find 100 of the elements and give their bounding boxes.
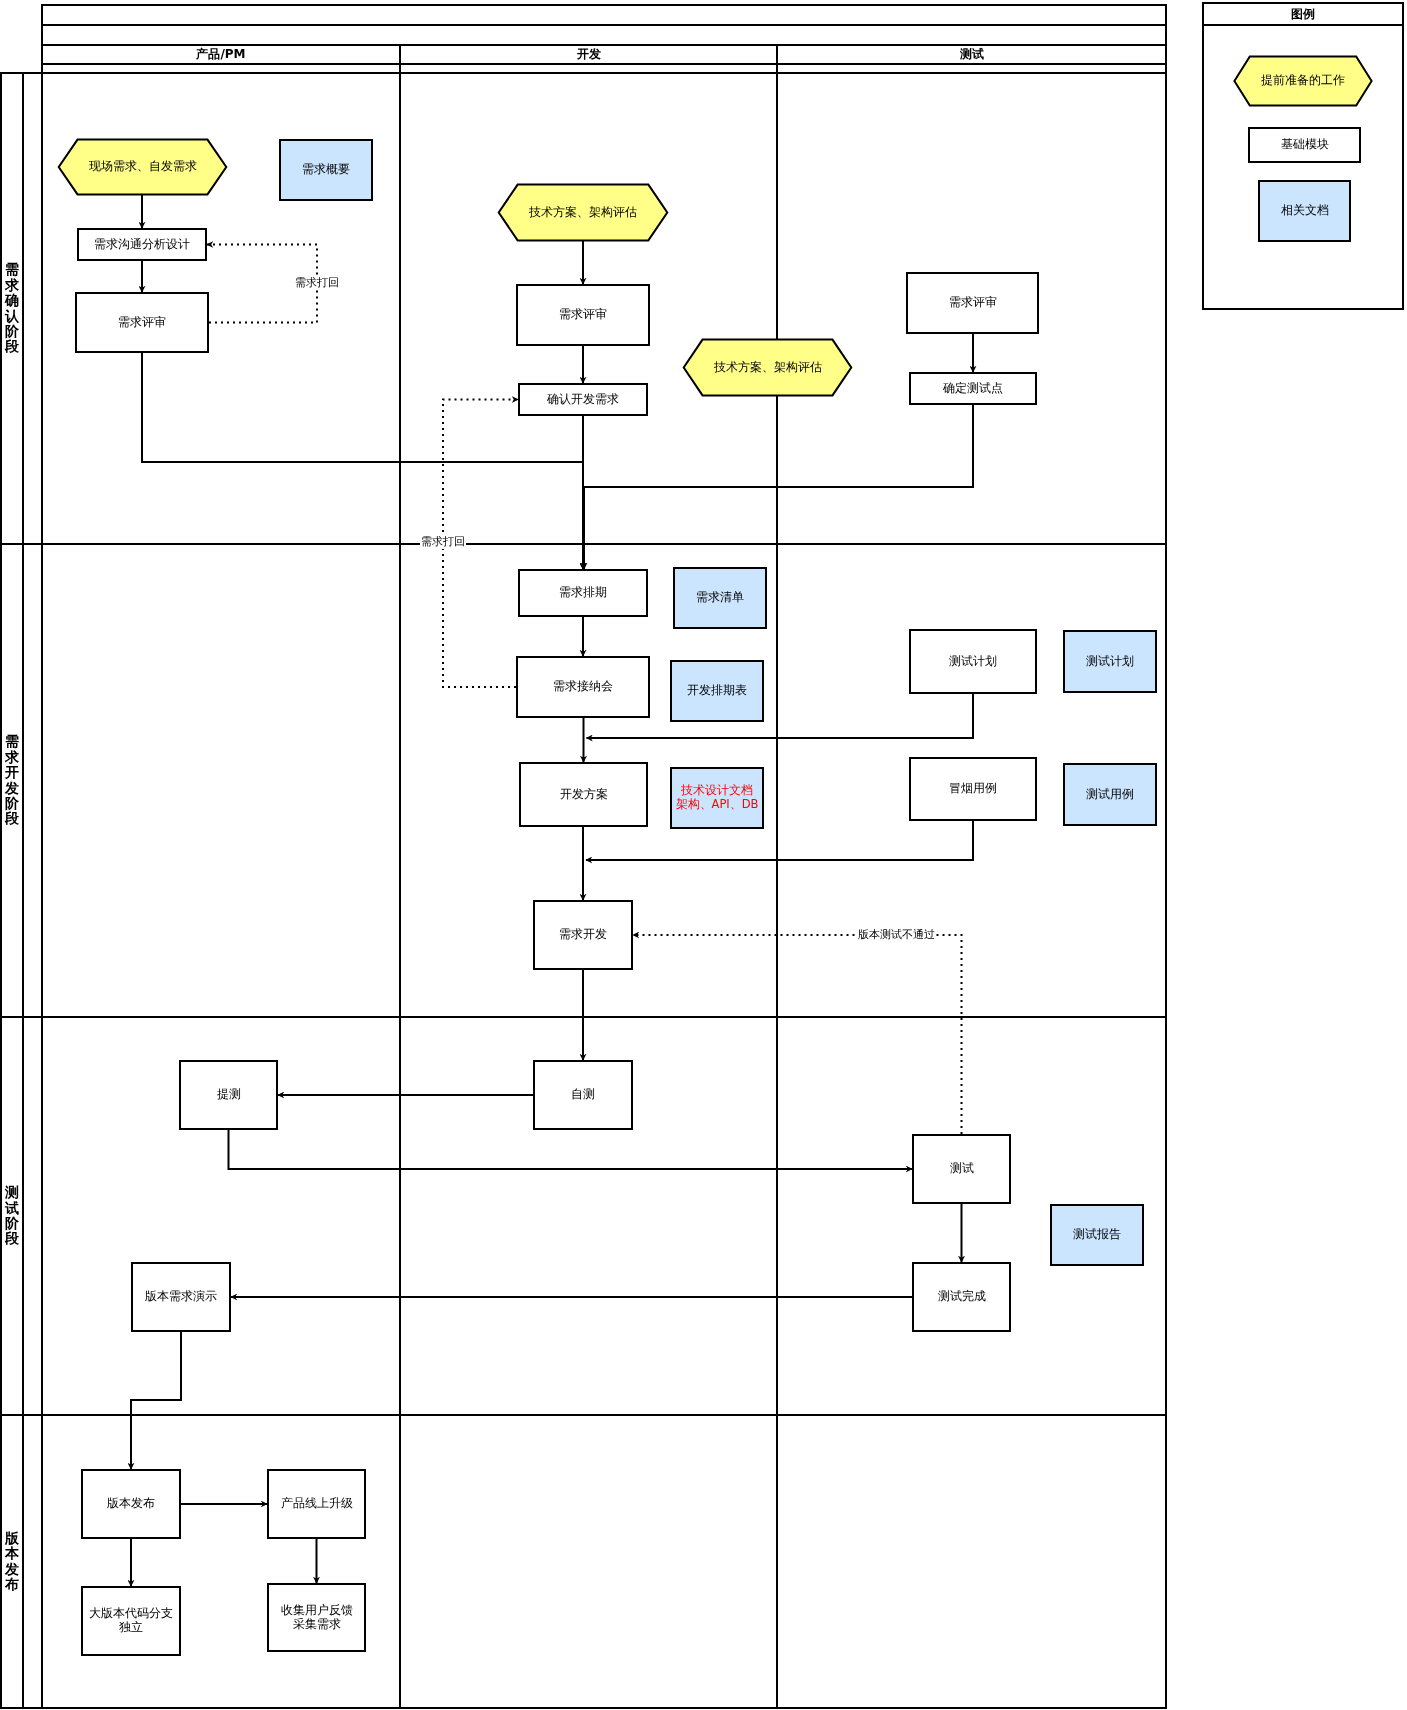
process-box xyxy=(519,762,648,827)
document-box xyxy=(1063,763,1157,826)
preparation-hexagon xyxy=(682,339,853,396)
arrow xyxy=(969,333,977,373)
process-box xyxy=(909,757,1037,821)
process-box xyxy=(906,272,1039,334)
edge-label: 需求打回 xyxy=(420,535,466,549)
arrow xyxy=(579,240,587,285)
process-box xyxy=(909,372,1037,405)
dotted-arrow xyxy=(206,241,318,324)
box-label: 测试计划 xyxy=(949,654,997,669)
process-box xyxy=(516,284,650,346)
box-label: 开发排期表 xyxy=(687,684,747,698)
arrow xyxy=(958,1203,965,1263)
arrow xyxy=(277,1091,534,1099)
document-box xyxy=(670,660,764,722)
phase-title: 测试阶段 xyxy=(5,1185,19,1247)
arrow xyxy=(138,260,146,293)
process-box xyxy=(909,629,1037,694)
lane-title: 产品/PM xyxy=(196,46,246,63)
process-box xyxy=(533,900,633,970)
box-label: 需求评审 xyxy=(948,296,997,310)
box-label: 需求沟通分析设计 xyxy=(94,237,190,252)
dotted-arrow xyxy=(442,396,519,688)
process-box xyxy=(77,228,207,261)
box-label: 大版本代码分支独立 xyxy=(88,1607,174,1635)
arrow xyxy=(227,1129,913,1173)
document-box xyxy=(1050,1204,1144,1266)
box-label: 需求评审 xyxy=(118,315,166,330)
box-label: 需求评审 xyxy=(559,308,607,322)
process-box xyxy=(533,1060,633,1130)
box-label: 产品线上升级 xyxy=(280,1497,353,1511)
document-box xyxy=(1063,630,1157,693)
arrow xyxy=(579,616,587,657)
box-label: 自测 xyxy=(571,1088,595,1102)
box-label: 需求清单 xyxy=(696,591,744,605)
box-label: 确认开发需求 xyxy=(547,392,619,407)
box-label: 架构、API、DB xyxy=(675,798,759,812)
process-box xyxy=(267,1469,366,1539)
arrow xyxy=(585,693,974,742)
box-label: 提测 xyxy=(216,1088,241,1102)
arrow xyxy=(141,352,587,570)
arrow xyxy=(127,1538,135,1587)
box-label: 现场需求、自发需求 xyxy=(88,160,197,174)
phase-title: 需求确认阶段 xyxy=(5,262,19,355)
process-box xyxy=(518,383,648,416)
box-label: 开发方案 xyxy=(559,787,608,802)
document-box xyxy=(673,567,767,629)
box-label: 需求概要 xyxy=(302,163,350,177)
arrow xyxy=(580,404,974,570)
process-box xyxy=(131,1262,231,1332)
box-label: 测试报告 xyxy=(1073,1228,1121,1242)
process-box xyxy=(516,656,650,718)
arrow xyxy=(138,194,146,229)
legend-label: 提前准备的工作 xyxy=(1261,74,1345,88)
arrow xyxy=(230,1293,913,1301)
arrow xyxy=(579,969,587,1061)
preparation-hexagon xyxy=(497,184,669,241)
edge-label: 需求打回 xyxy=(294,276,340,290)
arrow xyxy=(579,345,587,384)
arrow xyxy=(313,1538,320,1584)
legend-label: 相关文档 xyxy=(1280,204,1329,218)
process-box xyxy=(81,1469,181,1539)
arrow xyxy=(579,826,587,901)
lane-title: 开发 xyxy=(576,46,601,63)
arrow xyxy=(127,1331,182,1470)
process-box xyxy=(912,1262,1011,1332)
box-label: 版本需求演示 xyxy=(145,1290,217,1304)
preparation-hexagon xyxy=(57,139,228,195)
process-box xyxy=(75,292,209,353)
process-box xyxy=(518,569,648,617)
box-label: 冒烟用例 xyxy=(949,782,997,796)
arrow xyxy=(585,820,974,864)
arrow xyxy=(580,717,587,763)
process-box xyxy=(81,1586,181,1656)
box-label: 测试用例 xyxy=(1086,787,1134,802)
document-box xyxy=(279,139,373,201)
process-box xyxy=(267,1583,366,1652)
box-label: 确定测试点 xyxy=(943,381,1003,396)
box-label: 需求接纳会 xyxy=(553,680,613,694)
box-label: 技术设计文档 xyxy=(681,784,753,798)
box-label: 测试计划 xyxy=(1086,654,1134,669)
box-label: 测试 xyxy=(949,1162,974,1176)
box-label: 版本发布 xyxy=(107,1497,155,1511)
document-box xyxy=(670,767,764,829)
legend-title: 图例 xyxy=(1291,5,1315,23)
box-label: 技术方案、架构评估 xyxy=(529,205,637,220)
box-label: 技术方案、架构评估 xyxy=(713,360,822,375)
process-box xyxy=(912,1134,1011,1204)
box-label: 测试完成 xyxy=(937,1290,986,1304)
box-label: 采集需求 xyxy=(292,1617,341,1632)
phase-title: 需求开发阶段 xyxy=(5,734,19,827)
edge-label: 版本测试不通过 xyxy=(856,928,936,942)
phase-title: 版本发布 xyxy=(5,1530,19,1593)
box-label: 需求开发 xyxy=(559,928,607,942)
lane-title: 测试 xyxy=(959,46,984,63)
arrow xyxy=(180,1500,268,1508)
process-box xyxy=(179,1060,278,1130)
box-label: 收集用户反馈 xyxy=(280,1603,353,1618)
legend-label: 基础模块 xyxy=(1280,138,1329,152)
